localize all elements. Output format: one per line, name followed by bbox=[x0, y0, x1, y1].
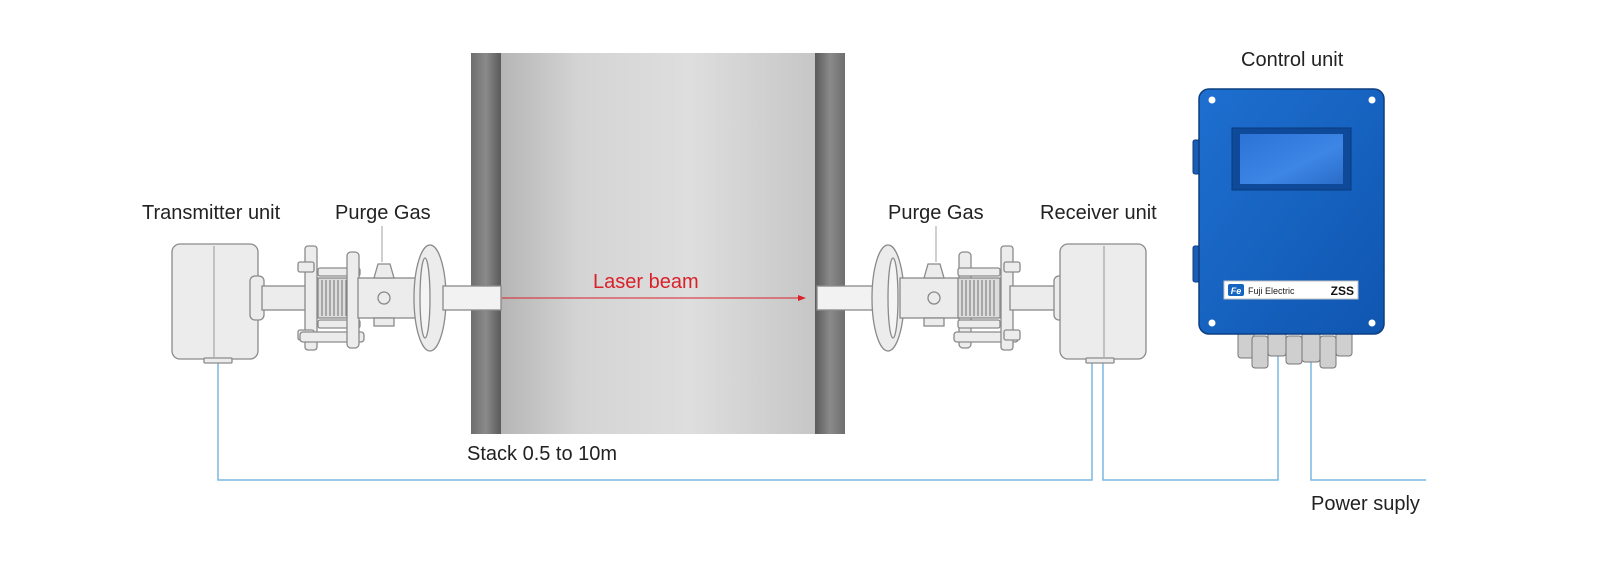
cable-glands bbox=[1237, 329, 1353, 369]
receiver-control-wire bbox=[1102, 350, 1279, 481]
stack-wall-right bbox=[815, 53, 845, 434]
receiver-nozzle bbox=[816, 285, 876, 311]
control-unit-label: Control unit bbox=[1241, 49, 1344, 71]
receiver-unit-label: Receiver unit bbox=[1040, 202, 1157, 224]
laser-beam-label: Laser beam bbox=[593, 271, 699, 293]
brand-name: Fuji Electric bbox=[1248, 286, 1295, 296]
control-unit: Fe Fuji Electric ZSS bbox=[1192, 88, 1385, 369]
transmitter-unit bbox=[171, 243, 259, 360]
stack bbox=[471, 53, 845, 434]
signal-wires bbox=[217, 350, 1426, 481]
model-name: ZSS bbox=[1331, 284, 1354, 298]
transmitter-assembly bbox=[171, 243, 502, 364]
power-supply-wire bbox=[1310, 350, 1426, 481]
purge-gas-label-right: Purge Gas bbox=[888, 202, 984, 224]
transmitter-unit-label: Transmitter unit bbox=[142, 202, 281, 224]
laser-beam bbox=[502, 295, 806, 301]
transmitter-nozzle bbox=[442, 285, 502, 311]
fuji-electric-logo: Fe bbox=[1228, 284, 1244, 296]
svg-text:Fe: Fe bbox=[1231, 286, 1242, 296]
power-supply-label: Power suply bbox=[1311, 493, 1420, 515]
stack-label: Stack 0.5 to 10m bbox=[467, 443, 618, 465]
transmitter-wire bbox=[217, 362, 1093, 481]
purge-gas-label-left: Purge Gas bbox=[335, 202, 431, 224]
receiver-unit bbox=[1059, 243, 1147, 360]
stack-wall-left bbox=[471, 53, 501, 434]
brand-plate bbox=[1223, 280, 1359, 300]
receiver-assembly bbox=[816, 243, 1147, 364]
